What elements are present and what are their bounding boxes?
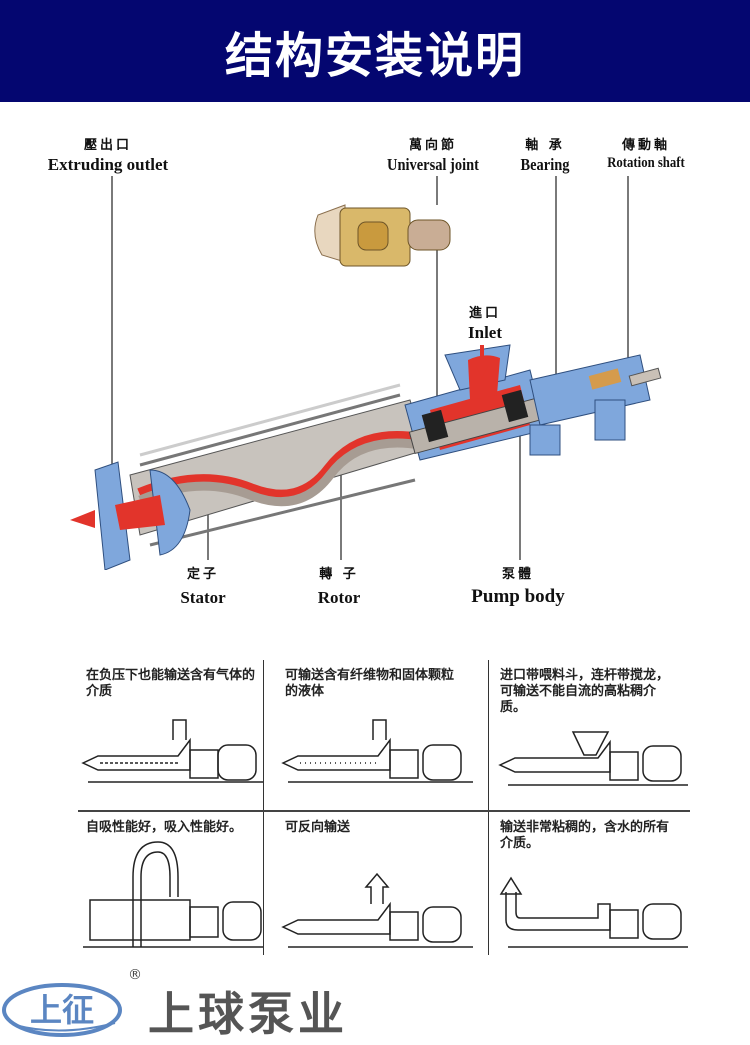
universal-joint-detail	[314, 204, 451, 267]
label-pump-body: 泵體 Pump body	[458, 563, 578, 608]
label-extruding-outlet: 壓出口 Extruding outlet	[38, 134, 178, 175]
label-zh: 軸 承	[525, 138, 565, 153]
bearing	[588, 368, 622, 390]
pump-hopper-icon	[498, 731, 688, 786]
label-rotation-shaft: 傳動軸 Rotation shaft	[596, 134, 696, 172]
feature-text: 可输送含有纤维物和固体颗粒的液体	[285, 668, 455, 699]
outlet-flange	[94, 461, 131, 570]
drive-shaft	[628, 367, 662, 387]
feature-cell: 可输送含有纤维物和固体颗粒的液体	[263, 660, 488, 810]
feature-cell: 在负压下也能输送含有气体的介质	[78, 660, 263, 810]
label-zh: 壓出口	[83, 138, 132, 153]
pump-self-priming-icon	[83, 841, 263, 948]
inlet-fluid	[468, 355, 500, 400]
label-zh: 進口	[468, 306, 501, 321]
feature-grid: 在负压下也能输送含有气体的介质 可输送含有纤维物和固体颗粒的液体	[78, 660, 690, 960]
label-universal-joint: 萬向節 Universal joint	[378, 134, 488, 175]
grid-divider	[263, 660, 264, 955]
joint-sleeve	[421, 409, 449, 443]
pump-fiber-icon	[281, 719, 473, 783]
label-en: Inlet	[468, 323, 502, 342]
pump-viscous-icon	[499, 876, 688, 948]
pump-reverse-icon	[281, 872, 473, 948]
grid-divider	[488, 660, 489, 955]
tie-rods	[139, 383, 416, 547]
label-zh: 傳動軸	[621, 138, 670, 153]
label-zh: 轉 子	[319, 567, 359, 582]
rotor	[138, 438, 421, 507]
label-rotor: 轉 子 Rotor	[304, 563, 374, 608]
joint-sleeve	[501, 389, 529, 423]
label-en: Stator	[180, 588, 226, 607]
bearing-housing	[529, 354, 651, 426]
feature-cell: 输送非常粘稠的，含水的所有介质。	[488, 812, 690, 960]
support-foot	[529, 424, 561, 456]
page-title: 结构安装说明	[224, 28, 525, 84]
label-zh: 萬向節	[408, 138, 457, 153]
feature-text: 在负压下也能输送含有气体的介质	[86, 668, 256, 699]
label-bearing: 軸 承 Bearing	[510, 134, 580, 175]
support-foot	[594, 399, 626, 441]
logo-text: 上征	[30, 991, 94, 1029]
label-stator: 定子 Stator	[168, 563, 238, 608]
feature-text: 输送非常粘稠的，含水的所有介质。	[500, 820, 670, 851]
label-inlet: 進口 Inlet	[455, 302, 515, 343]
label-en: Rotation shaft	[607, 155, 685, 171]
grid-divider	[78, 810, 690, 812]
brand-name: 上球泵业	[148, 987, 348, 1041]
label-zh: 定子	[186, 567, 219, 582]
label-en: Extruding outlet	[47, 155, 169, 174]
feature-text: 进口带喂料斗，连杆带搅龙，可输送不能自流的高粘稠介质。	[500, 668, 670, 715]
label-en: Bearing	[520, 155, 570, 174]
pump-cutaway-diagram	[70, 176, 662, 570]
outlet-fluid	[115, 495, 165, 530]
feature-text: 可反向输送	[285, 820, 351, 835]
outlet-arrow-icon	[70, 510, 95, 528]
feature-cell: 可反向输送	[263, 812, 488, 960]
brand-logo: 上征	[2, 983, 122, 1037]
title-banner: 结构安装说明	[0, 0, 750, 102]
logo-ellipse	[2, 983, 122, 1037]
feature-cell: 进口带喂料斗，连杆带搅龙，可输送不能自流的高粘稠介质。	[488, 660, 690, 810]
registered-mark: ®	[128, 967, 142, 983]
label-en: Rotor	[317, 588, 361, 607]
label-en: Pump body	[471, 586, 565, 607]
pump-gas-icon	[81, 719, 263, 783]
label-en: Universal joint	[387, 155, 479, 174]
end-clamp	[149, 469, 191, 556]
feature-text: 自吸性能好，吸入性能好。	[86, 820, 243, 835]
fluid-cavity	[137, 431, 422, 504]
feature-cell: 自吸性能好，吸入性能好。	[78, 812, 263, 960]
label-zh: 泵體	[501, 567, 534, 582]
